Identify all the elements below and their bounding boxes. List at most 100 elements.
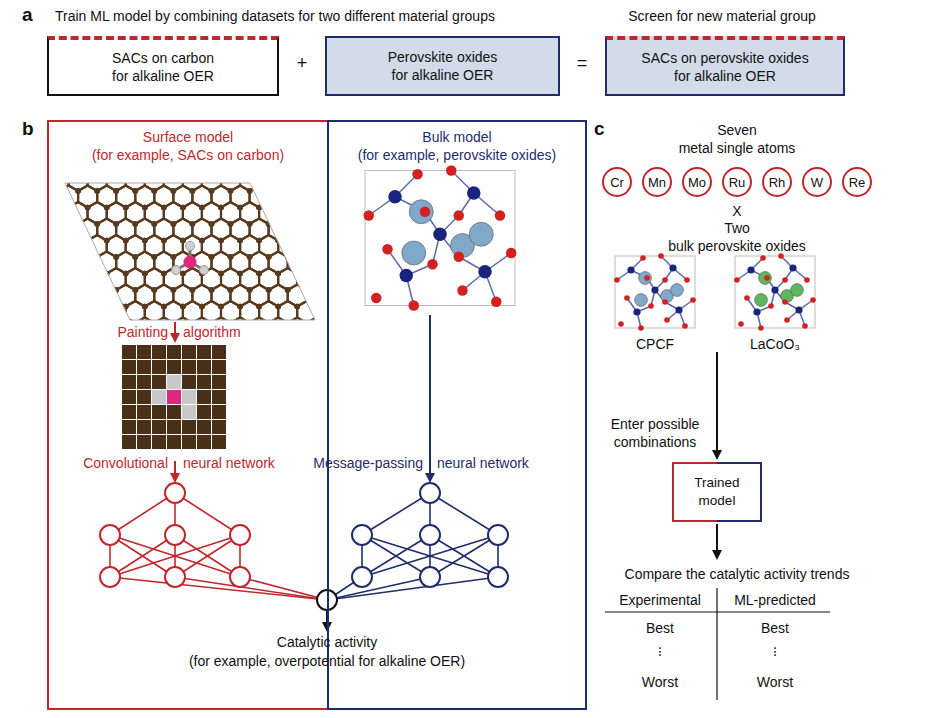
connection bbox=[110, 493, 175, 535]
atom bbox=[171, 188, 177, 194]
bond bbox=[40, 285, 59, 307]
atom bbox=[247, 221, 253, 227]
bond bbox=[364, 252, 383, 274]
bond bbox=[231, 351, 250, 373]
bond bbox=[288, 351, 307, 373]
atom bbox=[66, 172, 72, 178]
atom bbox=[190, 221, 196, 227]
a-site bbox=[469, 222, 493, 246]
caption-text: metal single atoms bbox=[679, 140, 796, 157]
atom bbox=[66, 337, 72, 343]
atom bbox=[247, 353, 253, 359]
perovskite-structure bbox=[614, 253, 696, 331]
atom bbox=[352, 337, 358, 343]
bond bbox=[354, 301, 373, 323]
atom bbox=[199, 172, 205, 178]
atom bbox=[94, 320, 100, 326]
atom bbox=[314, 205, 320, 211]
atom bbox=[352, 304, 358, 310]
atom bbox=[113, 221, 119, 227]
atom bbox=[314, 271, 320, 277]
atom bbox=[133, 188, 139, 194]
atom bbox=[218, 271, 224, 277]
atom bbox=[209, 287, 215, 293]
atom bbox=[380, 221, 386, 227]
atom bbox=[333, 172, 339, 178]
atom bbox=[133, 287, 139, 293]
node-text: Rh bbox=[769, 174, 786, 191]
atom bbox=[361, 254, 367, 260]
bond bbox=[278, 334, 297, 356]
atom bbox=[275, 205, 281, 211]
caption-text: Screen for new material group bbox=[628, 8, 816, 25]
atom bbox=[218, 304, 224, 310]
b-site bbox=[747, 266, 754, 273]
atom bbox=[266, 353, 272, 359]
caption-text: X bbox=[732, 203, 741, 220]
atom bbox=[371, 172, 377, 178]
atom bbox=[152, 287, 158, 293]
atom bbox=[266, 287, 272, 293]
atom bbox=[342, 188, 348, 194]
atom bbox=[161, 238, 167, 244]
atom bbox=[85, 304, 91, 310]
atom bbox=[314, 370, 320, 376]
pixel bbox=[137, 360, 151, 374]
bond bbox=[88, 334, 107, 356]
pixel bbox=[122, 345, 136, 359]
atom bbox=[94, 320, 100, 326]
node-text: Ru bbox=[729, 174, 746, 191]
atom bbox=[294, 337, 300, 343]
atom bbox=[333, 370, 339, 376]
atom bbox=[218, 172, 224, 178]
atom bbox=[247, 287, 253, 293]
atom bbox=[228, 188, 234, 194]
atom bbox=[266, 287, 272, 293]
atom bbox=[256, 172, 262, 178]
neuron bbox=[165, 483, 185, 503]
oxygen bbox=[662, 299, 668, 305]
atom bbox=[85, 271, 91, 277]
connection bbox=[110, 535, 175, 577]
atom bbox=[123, 238, 129, 244]
dataset-box: Perovskite oxidesfor alkaline OER bbox=[325, 36, 560, 96]
atom bbox=[314, 205, 320, 211]
oxygen bbox=[768, 303, 774, 309]
atom bbox=[37, 188, 43, 194]
bond bbox=[297, 268, 316, 290]
atom bbox=[314, 238, 320, 244]
bond bbox=[50, 268, 69, 290]
atom bbox=[171, 254, 177, 260]
bond bbox=[345, 186, 364, 208]
atom bbox=[247, 287, 253, 293]
atom bbox=[199, 205, 205, 211]
atom bbox=[85, 205, 91, 211]
atom bbox=[37, 254, 43, 260]
atom bbox=[199, 205, 205, 211]
atom bbox=[304, 287, 310, 293]
pixel bbox=[152, 345, 166, 359]
atom bbox=[314, 172, 320, 178]
atom bbox=[314, 205, 320, 211]
atom bbox=[56, 353, 62, 359]
atom bbox=[66, 238, 72, 244]
dataset-box: SACs on carbonfor alkaline OER bbox=[47, 36, 279, 96]
atom bbox=[180, 172, 186, 178]
atom bbox=[28, 238, 34, 244]
caption-text: ML-predicted bbox=[734, 592, 816, 609]
atom bbox=[294, 205, 300, 211]
atom bbox=[294, 304, 300, 310]
atom bbox=[94, 353, 100, 359]
cell bbox=[365, 171, 515, 306]
caption-text: Worst bbox=[757, 674, 793, 691]
atom bbox=[285, 353, 291, 359]
atom bbox=[180, 205, 186, 211]
atom bbox=[113, 188, 119, 194]
bond bbox=[59, 318, 78, 340]
atom bbox=[294, 238, 300, 244]
connection bbox=[175, 577, 327, 600]
atom bbox=[85, 238, 91, 244]
atom bbox=[237, 238, 243, 244]
atom bbox=[66, 205, 72, 211]
atom bbox=[247, 353, 253, 359]
